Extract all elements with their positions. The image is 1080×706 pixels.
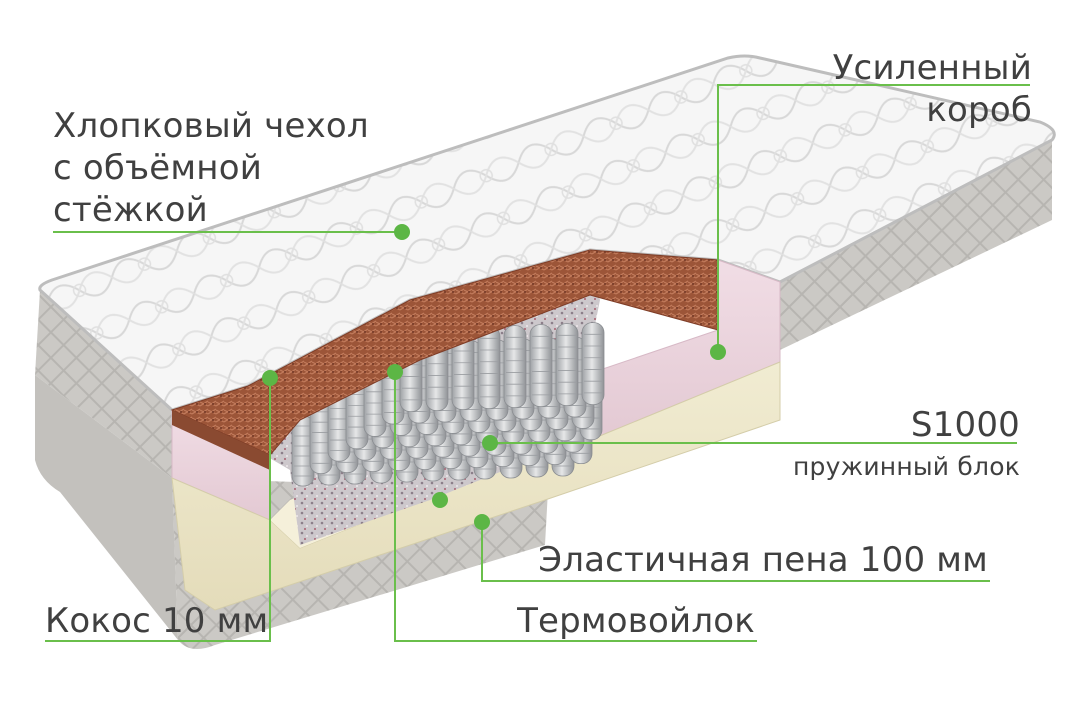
spring-pocket [503, 325, 527, 409]
mattress-side-bottom-left [35, 375, 178, 640]
base-foam [171, 361, 781, 611]
callout-dot [262, 370, 278, 386]
label-cover-line1: Хлопковый чехол [53, 106, 369, 146]
mattress-cover-top [38, 54, 1056, 412]
callout-dot [474, 514, 490, 530]
callout-dot [710, 344, 726, 360]
callout-line-felt [394, 372, 757, 642]
label-cover-line3: стёжкой [53, 190, 208, 230]
coconut-layer-edge [172, 410, 270, 470]
label-box-line2: короб [926, 90, 1032, 130]
label-foam: Эластичная пена 100 мм [538, 540, 988, 580]
callout-dot [387, 364, 403, 380]
spring-pocket [581, 322, 605, 406]
callout-line-box [717, 84, 1030, 352]
label-spring-model: S1000 [910, 405, 1020, 445]
spring-block [291, 322, 605, 487]
callout-dot [394, 224, 410, 240]
callout-line-foam [481, 522, 990, 582]
callout-dot [482, 435, 498, 451]
mattress-side-left [35, 290, 172, 478]
callout-dot [432, 492, 448, 508]
label-spring-sub: пружинный блок [793, 452, 1020, 481]
callout-line-coconut [45, 378, 271, 642]
label-coconut: Кокос 10 мм [45, 601, 269, 641]
spring-pocket [529, 324, 553, 408]
label-box-line1: Усиленный [832, 48, 1032, 88]
label-felt: Термовойлок [517, 601, 755, 641]
mattress-side-right [780, 140, 1052, 350]
label-cover-line2: с объёмной [53, 148, 262, 188]
spring-pocket [555, 323, 579, 407]
